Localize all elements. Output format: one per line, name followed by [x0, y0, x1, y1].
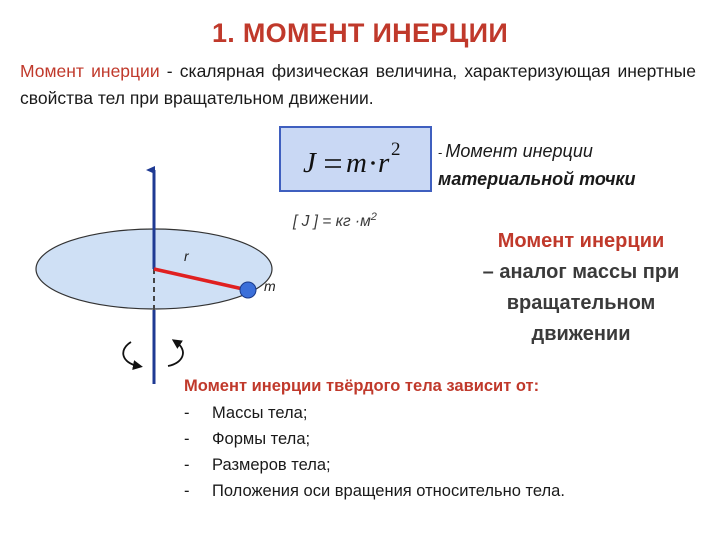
units-text: [ J ] = кг ·м [293, 213, 371, 231]
formula-exponent: 2 [391, 139, 401, 160]
equals-sign [325, 159, 341, 168]
depends-bullet: - [184, 404, 190, 422]
depends-bullet: - [184, 456, 190, 474]
depends-bullet: - [184, 430, 190, 448]
multiply-dot [371, 161, 375, 165]
formula-mass: m [346, 147, 367, 179]
analogy-line2: – аналог массы при [482, 261, 680, 283]
radius-vector [153, 267, 244, 291]
formula-caption: -Момент инерции материальной точки [438, 138, 636, 193]
analogy-line3: вращательном [506, 292, 656, 314]
definition-term: Момент инерции [20, 61, 160, 81]
depends-item: - Размеров тела; [184, 452, 704, 478]
rotation-arrow-left [122, 341, 143, 370]
depends-item: - Формы тела; [184, 426, 704, 452]
depends-item-text: Размеров тела; [212, 456, 331, 474]
caption-dash: - [438, 145, 443, 160]
caption-line2: материальной точки [438, 169, 636, 189]
analogy-block: Момент инерции – аналог массы при вращат… [440, 226, 720, 350]
depends-block: Момент инерции твёрдого тела зависит от:… [184, 377, 704, 504]
rotation-diagram: r m [35, 166, 276, 384]
units-label: [ J ] = кг ·м2 [293, 211, 377, 231]
units-exponent: 2 [370, 211, 377, 223]
formula-box: J m r 2 [279, 126, 432, 192]
analogy-line4: движении [531, 323, 631, 345]
depends-item-text: Формы тела; [212, 430, 311, 448]
depends-item-text: Массы тела; [212, 404, 308, 422]
rotation-arrow-right [167, 339, 184, 367]
definition-text: - скалярная физическая величина, характе… [20, 61, 696, 108]
formula-radius: r [378, 147, 390, 179]
formula-graphic: J m r 2 [303, 139, 401, 179]
mass-point [239, 281, 257, 299]
depends-item: - Массы тела; [184, 400, 704, 426]
depends-list: -Массы тела;-Формы тела;-Размеров тела;-… [184, 400, 704, 504]
analogy-term: Момент инерции [497, 230, 665, 252]
slide-title: 1. МОМЕНТ ИНЕРЦИИ [211, 18, 509, 48]
depends-item: - Положения оси вращения относительно тел… [184, 478, 704, 504]
depends-item-text: Положения оси вращения относительно тела… [212, 482, 565, 500]
depends-heading: Момент инерции твёрдого тела зависит от: [184, 377, 540, 395]
definition-paragraph: Момент инерции - скалярная физическая ве… [20, 58, 696, 112]
radius-label: r [184, 248, 190, 264]
caption-line1: Момент инерции [445, 141, 593, 161]
formula-lhs: J [303, 147, 317, 179]
mass-label: m [264, 278, 276, 294]
depends-bullet: - [184, 482, 190, 500]
